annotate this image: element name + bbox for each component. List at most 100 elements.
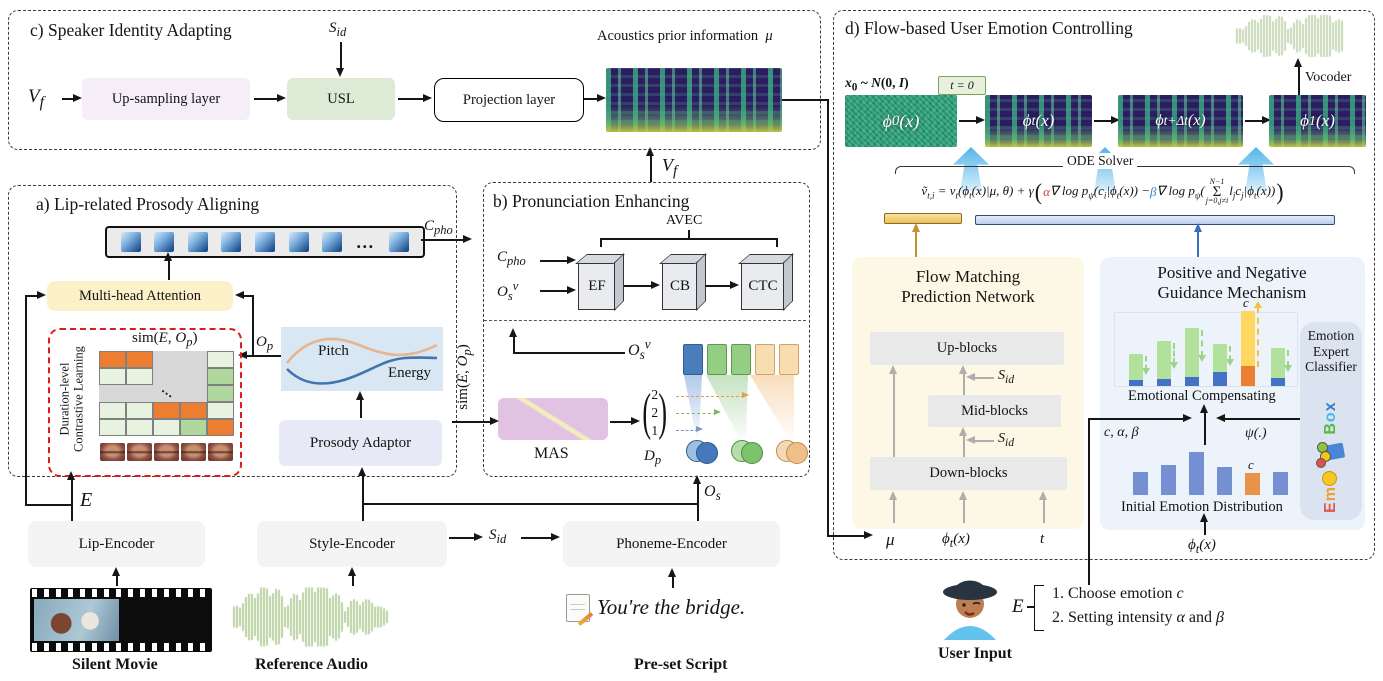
decorative-element: ljcj|ϕt(x)) [1229, 183, 1276, 201]
duration-circle-front [696, 442, 718, 464]
arrowhead [1200, 513, 1208, 522]
up-blocks: Up-blocks [870, 332, 1064, 365]
duration-contrastive-box [48, 328, 242, 477]
sim-cell [99, 351, 126, 368]
connector-line [1197, 231, 1199, 257]
emobox-logo-emo: Em [1322, 471, 1340, 513]
arrowhead [356, 391, 364, 400]
user-choice-1: 1. Choose emotion c [1052, 585, 1184, 602]
decorative-element: B [1322, 422, 1339, 435]
decorative-element: p [654, 453, 662, 467]
connector-line [915, 231, 917, 257]
connector-line [776, 238, 778, 247]
decorative-element: i [1103, 190, 1107, 201]
yellow-dashed-arrow [1257, 307, 1259, 367]
psi-label: ψ(.) [1245, 426, 1267, 441]
sim-cell [153, 351, 180, 368]
os-label: Os [704, 483, 721, 504]
comp-bar-top [1241, 311, 1255, 366]
ef-block: EF [578, 262, 616, 310]
comp-bar-top [1185, 328, 1199, 377]
token-embedding [221, 232, 242, 252]
cb-block: CB [662, 262, 698, 310]
arrowhead [714, 409, 721, 415]
connector-line [974, 377, 994, 379]
panel-c-frame [8, 10, 821, 150]
energy-label: Energy [388, 365, 432, 381]
sim-cell [207, 419, 234, 436]
phoneme-token-square [731, 344, 751, 375]
sid-bottom-label: Sid [489, 527, 506, 546]
comp-bar-base [1129, 380, 1143, 386]
sim-cell [99, 419, 126, 436]
token-embedding [187, 232, 208, 252]
acoustics-prior-spectrogram [606, 68, 782, 132]
connector-line [600, 238, 602, 247]
panel-a-title: a) Lip-related Prosody Aligning [36, 194, 260, 214]
decorative-element: β [1215, 609, 1224, 626]
sim-cell [207, 402, 234, 419]
phit-guidance-label: ϕt(x) [1188, 537, 1216, 556]
user-avatar [940, 572, 1000, 640]
connector-line [963, 497, 965, 523]
lip-frame [208, 443, 233, 461]
decorative-element: t [1195, 542, 1200, 556]
decorative-element: id [1005, 372, 1015, 386]
connector-line [697, 503, 699, 522]
guidance-term-underline [975, 215, 1335, 225]
style-encoder-box: Style-Encoder [257, 521, 447, 567]
connector-line [71, 477, 73, 505]
phoneme-token-square [779, 344, 799, 375]
arrowhead [1216, 414, 1225, 422]
arrowhead [37, 291, 46, 299]
decorative-element [943, 584, 997, 600]
decorative-element: ( [642, 383, 651, 441]
arrowhead [1200, 404, 1208, 413]
decorative-element: Op [175, 330, 193, 349]
decorative-element: 2 [651, 405, 659, 421]
op-label: Op [256, 334, 273, 353]
visual-phoneme-tokens [683, 344, 799, 375]
connector-line [1043, 497, 1045, 523]
decorative-element [570, 600, 585, 614]
decorative-element: x [845, 75, 852, 90]
sim-cell [180, 402, 207, 419]
token-embedding [120, 232, 141, 252]
arrowhead [912, 223, 920, 232]
acoustics-prior-label: Acoustics prior information μ [597, 28, 773, 44]
user-input-label: User Input [938, 645, 1012, 662]
arrowhead [631, 417, 640, 425]
decorative-element: s [715, 488, 721, 504]
arrowhead [742, 392, 749, 398]
arrowhead [889, 491, 897, 500]
decorative-element: p [266, 339, 274, 353]
connector-line [243, 295, 253, 297]
connector-line [963, 433, 965, 457]
smiley-icon [1322, 471, 1337, 487]
decorative-element: Vf [28, 86, 45, 111]
arrowhead [668, 568, 676, 577]
connector-line [1094, 120, 1114, 122]
decorative-element: id [1005, 435, 1015, 449]
dashed-connector [676, 396, 744, 397]
arrowhead [959, 427, 967, 436]
arrowhead [1284, 364, 1292, 372]
decorative-element: v [644, 337, 651, 352]
decorative-element: id [496, 532, 507, 546]
initial-emotion-distribution-chart: c [1128, 441, 1298, 495]
arrowhead [651, 281, 660, 289]
arrowhead [277, 94, 286, 102]
arrowhead [1198, 354, 1206, 362]
decorative-element: id [336, 25, 347, 39]
decorative-element: Sid [998, 368, 1015, 386]
connector-line [71, 504, 73, 522]
c-label: c [1248, 457, 1254, 472]
reference-audio-label: Reference Audio [255, 656, 369, 673]
decorative-element: ( [1034, 178, 1043, 205]
connector-line [421, 239, 467, 241]
connector-line [398, 98, 426, 100]
